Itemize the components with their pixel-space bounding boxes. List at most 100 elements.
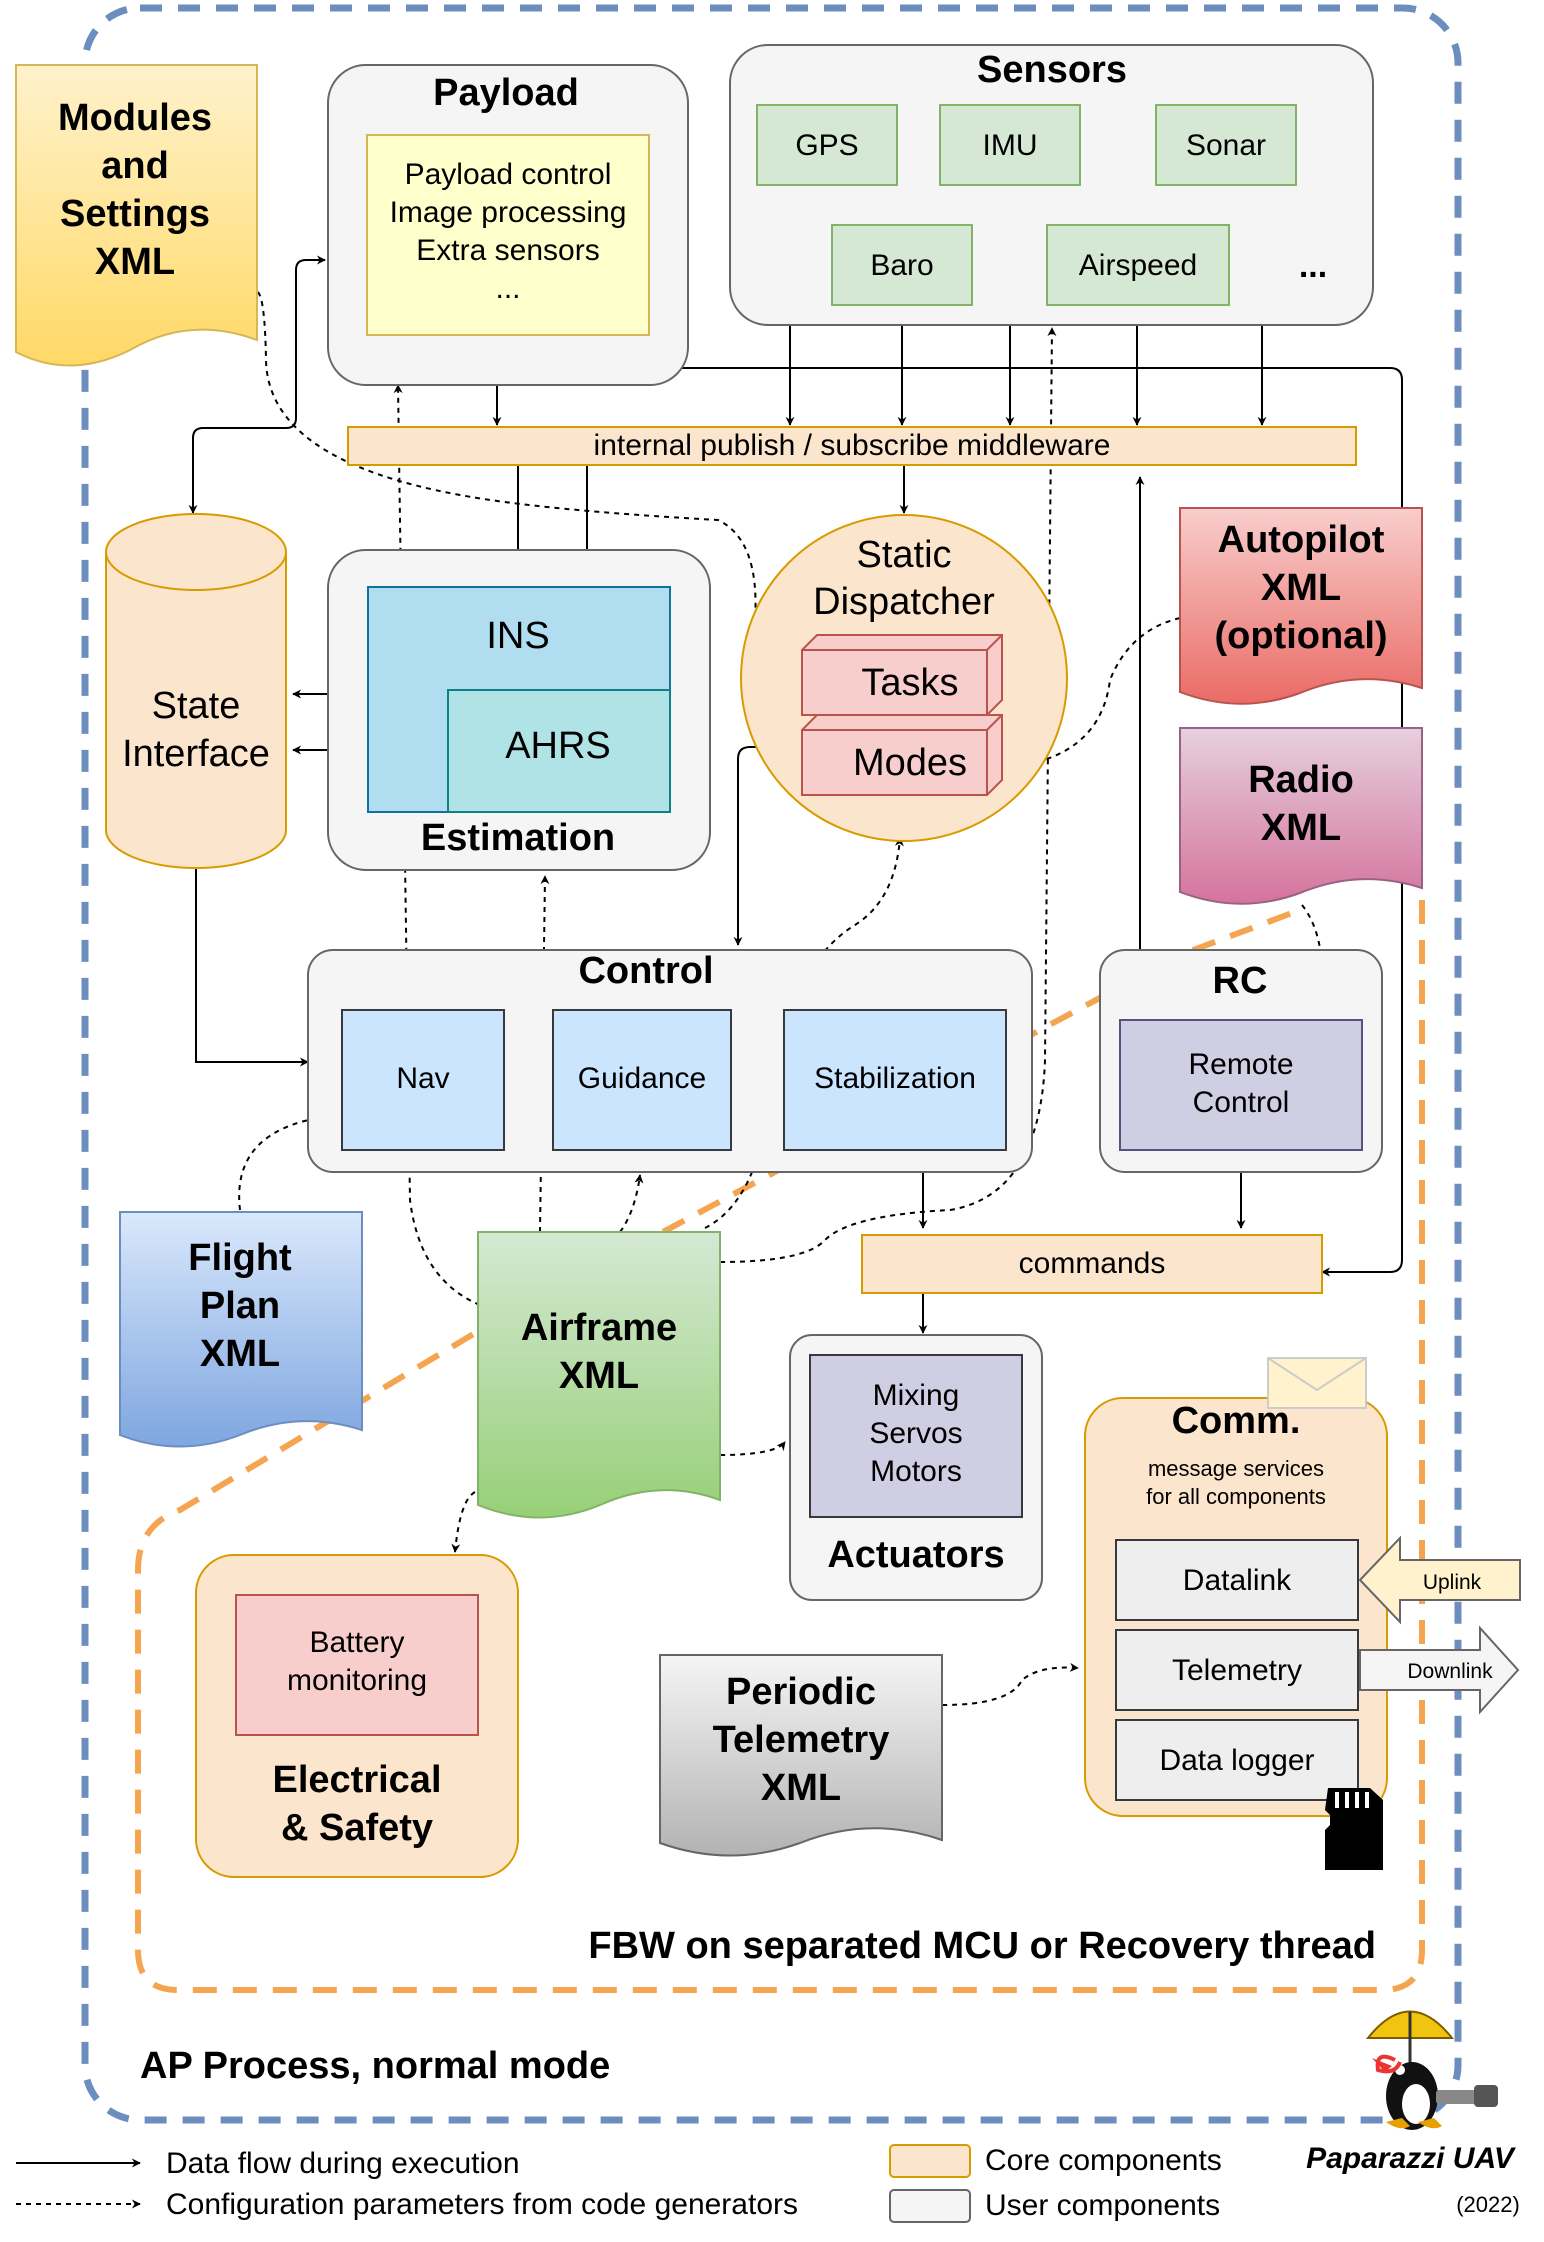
fbw-frame-label: FBW on separated MCU or Recovery thread xyxy=(588,1925,1376,1967)
state-interface-line-2: Interface xyxy=(122,733,270,775)
remote-control-box xyxy=(1119,1019,1363,1151)
commands-label: commands xyxy=(1019,1247,1166,1280)
guidance-label: Guidance xyxy=(578,1062,706,1095)
data-logger-box xyxy=(1115,1719,1359,1801)
sensor-imu xyxy=(939,104,1081,186)
data-logger-label: Data logger xyxy=(1159,1744,1314,1777)
rc-title: RC xyxy=(1213,960,1268,1002)
radio-line-1: Radio xyxy=(1248,759,1354,801)
flight-plan-line-2: Plan xyxy=(200,1285,280,1327)
brand-name: Paparazzi UAV xyxy=(1306,2142,1517,2175)
actuators-block: Mixing Servos Motors Actuators xyxy=(789,1334,1043,1601)
payload-line-4: ... xyxy=(495,272,520,305)
modules-line-4: XML xyxy=(95,241,175,283)
stabilization-label: Stabilization xyxy=(814,1062,976,1095)
envelope-icon xyxy=(1267,1357,1367,1409)
autopilot-xml: Autopilot XML (optional) xyxy=(1179,507,1423,705)
state-interface-line-1: State xyxy=(152,685,241,727)
control-title: Control xyxy=(578,950,713,992)
electrical-safety-block: Battery monitoring Electrical & Safety xyxy=(195,1554,519,1878)
sensor-more: ... xyxy=(1299,247,1327,285)
brand-year: (2022) xyxy=(1456,2192,1520,2217)
ahrs-box xyxy=(447,689,671,813)
telemetry-label: Telemetry xyxy=(1172,1654,1302,1687)
telemetry-box xyxy=(1115,1629,1359,1711)
sensor-baro-label: Baro xyxy=(870,249,933,282)
comm-subtitle-1: message services xyxy=(1148,1456,1324,1481)
legend: Data flow during execution Configuration… xyxy=(16,2144,1222,2223)
radio-xml: Radio XML xyxy=(1179,727,1423,905)
tasks-label: Tasks xyxy=(861,662,958,704)
comm-subtitle-2: for all components xyxy=(1146,1484,1326,1509)
estimation-title: Estimation xyxy=(421,817,615,859)
legend-core-swatch xyxy=(889,2144,971,2178)
downlink-label: Downlink xyxy=(1407,1660,1493,1683)
rc-block: RC Remote Control xyxy=(1099,949,1383,1173)
datalink-label: Datalink xyxy=(1183,1564,1292,1597)
payload-line-2: Image processing xyxy=(390,196,627,229)
periodic-telemetry-xml: Periodic Telemetry XML xyxy=(659,1654,943,1857)
legend-core: Core components xyxy=(985,2144,1222,2177)
periodic-line-1: Periodic xyxy=(726,1671,876,1713)
actuators-inner xyxy=(809,1354,1023,1518)
dispatcher-title-2: Dispatcher xyxy=(813,581,995,623)
flight-plan-xml: Flight Plan XML xyxy=(119,1211,363,1448)
uplink-label: Uplink xyxy=(1423,1571,1482,1594)
battery-box xyxy=(235,1594,479,1736)
ap-process-frame xyxy=(81,4,1462,2124)
modules-line-3: Settings xyxy=(60,193,210,235)
flight-plan-line-1: Flight xyxy=(188,1237,292,1279)
airframe-line-1: Airframe xyxy=(521,1307,677,1349)
guidance-box xyxy=(552,1009,732,1151)
payload-line-3: Extra sensors xyxy=(416,234,599,267)
modes-box: Modes xyxy=(801,714,1003,796)
modules-line-2: and xyxy=(101,145,169,187)
nav-label: Nav xyxy=(396,1062,449,1095)
actuators-line-3: Motors xyxy=(870,1455,962,1488)
sensor-airspeed-label: Airspeed xyxy=(1079,249,1197,282)
actuators-title: Actuators xyxy=(827,1534,1004,1576)
battery-line-2: monitoring xyxy=(287,1664,427,1697)
payload-block: Payload Payload control Image processing… xyxy=(327,64,689,386)
fbw-frame xyxy=(135,900,1425,1993)
sensor-gps xyxy=(756,104,898,186)
electrical-title-2: & Safety xyxy=(281,1807,433,1849)
estimation-block: INS AHRS Estimation xyxy=(327,549,711,871)
sensor-sonar-label: Sonar xyxy=(1186,129,1266,162)
flight-plan-line-3: XML xyxy=(200,1333,280,1375)
payload-line-1: Payload control xyxy=(405,158,612,191)
uplink-arrow: Uplink xyxy=(1358,1535,1521,1625)
modes-label: Modes xyxy=(853,742,967,784)
sensor-airspeed xyxy=(1046,224,1230,306)
payload-inner xyxy=(366,134,650,336)
autopilot-line-2: XML xyxy=(1261,567,1341,609)
sd-card-icon xyxy=(1325,1788,1383,1870)
control-block: Control Nav Guidance Stabilization xyxy=(307,949,1033,1173)
ins-label: INS xyxy=(486,615,549,657)
sensor-gps-label: GPS xyxy=(795,129,858,162)
sensor-baro xyxy=(831,224,973,306)
middleware-bar: internal publish / subscribe middleware xyxy=(347,426,1357,466)
legend-config: Configuration parameters from code gener… xyxy=(166,2188,798,2221)
middleware-label: internal publish / subscribe middleware xyxy=(594,429,1111,462)
autopilot-line-1: Autopilot xyxy=(1218,519,1385,561)
downlink-arrow: Downlink xyxy=(1359,1625,1520,1715)
commands-bar: commands xyxy=(861,1234,1323,1294)
legend-data-flow: Data flow during execution xyxy=(166,2147,520,2180)
ahrs-label: AHRS xyxy=(505,725,611,767)
airframe-line-2: XML xyxy=(559,1355,639,1397)
static-dispatcher: Static Dispatcher Tasks Modes xyxy=(740,514,1068,842)
sensor-sonar xyxy=(1155,104,1297,186)
legend-user: User components xyxy=(985,2189,1220,2222)
modules-settings-xml: Modules and Settings XML xyxy=(15,64,258,367)
legend-user-swatch xyxy=(889,2189,971,2223)
sensor-imu-label: IMU xyxy=(983,129,1038,162)
autopilot-line-3: (optional) xyxy=(1214,615,1387,657)
actuators-line-1: Mixing xyxy=(873,1379,960,1412)
paparazzi-logo: Paparazzi UAV (2022) xyxy=(1306,2010,1520,2217)
tasks-box: Tasks xyxy=(801,634,1003,716)
modules-line-1: Modules xyxy=(58,97,212,139)
sensors-title: Sensors xyxy=(977,49,1127,91)
stabilization-box xyxy=(783,1009,1007,1151)
